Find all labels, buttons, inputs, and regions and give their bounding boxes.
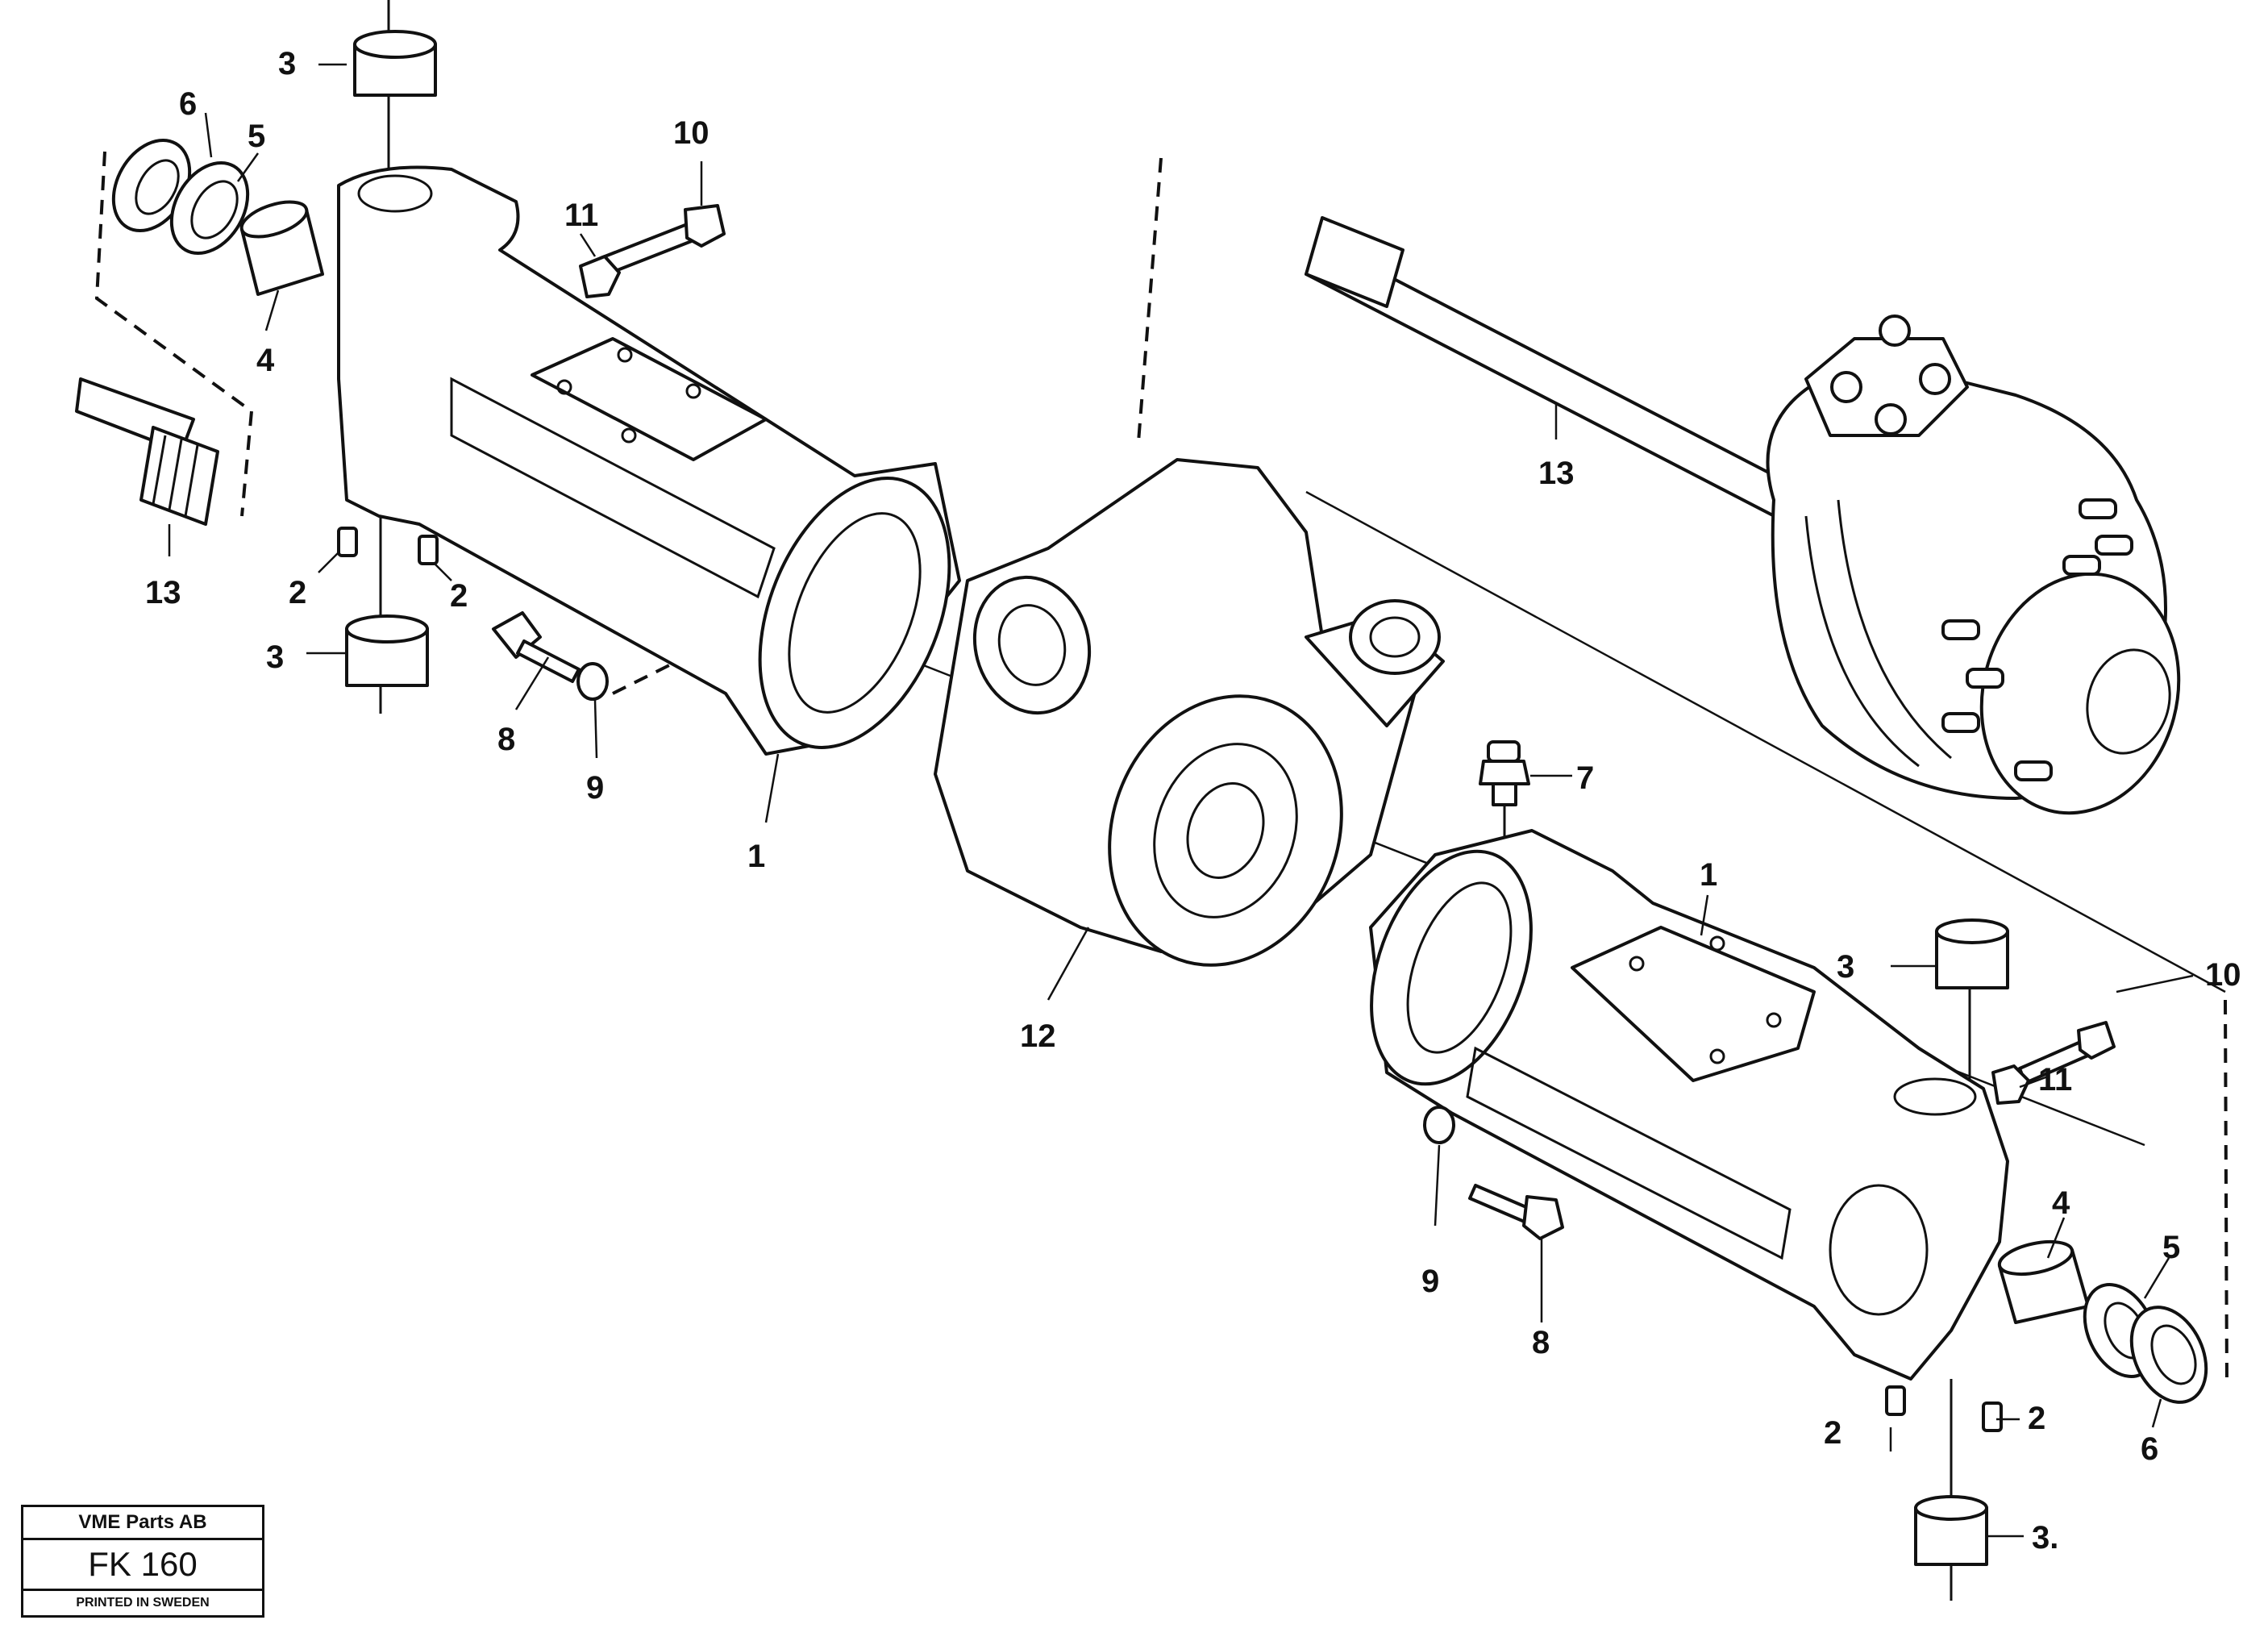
leader-9-left [593, 699, 598, 759]
callout-10-right: 10 [2205, 957, 2241, 993]
callout-2-right-a: 2 [1824, 1415, 1841, 1451]
callout-2-right-b: 2 [2028, 1401, 2045, 1436]
callout-9-right: 9 [1421, 1264, 1439, 1299]
callout-11-right: 11 [2038, 1062, 2072, 1097]
nut-left-top [579, 255, 621, 298]
callout-11-left: 11 [564, 198, 598, 233]
callout-1-right: 1 [1700, 857, 1717, 893]
assembly-dash-right [2224, 999, 2228, 1388]
differential-carrier [934, 458, 1445, 967]
leader-2-left-a [318, 552, 339, 573]
callout-6-right: 6 [2141, 1431, 2158, 1467]
callout-3-top-left: 3 [278, 46, 296, 81]
dowel-pin-right-a [1885, 1385, 1906, 1416]
callout-2-left-b: 2 [450, 578, 468, 614]
dowel-pin-right-b [1982, 1402, 2003, 1432]
printed-note: PRINTED IN SWEDEN [76, 1596, 210, 1610]
callout-3-top-right: 3 [1837, 949, 1854, 985]
axle-housing-right [1369, 829, 2009, 1381]
callout-10-left: 10 [673, 115, 710, 151]
assembly-dash-top [1137, 157, 1163, 443]
drawing-number: FK 160 [23, 1540, 262, 1591]
bearing-ring-left [169, 160, 250, 256]
kingpin-bush-top-left [353, 0, 437, 194]
leader-12 [1047, 927, 1090, 1001]
company-name: VME Parts AB [23, 1507, 262, 1540]
kingpin-bush-bottom-right [1914, 1379, 1988, 1601]
dowel-pin-left-a [337, 527, 358, 557]
axle-housing-left [337, 165, 961, 756]
bolt-right-bottom [1468, 1184, 1564, 1240]
title-block: VME Parts AB FK 160 PRINTED IN SWEDEN [21, 1505, 264, 1618]
seal-ring-right [2129, 1306, 2208, 1404]
leader-2-left-b [435, 564, 452, 581]
callout-12: 12 [1020, 1018, 1056, 1054]
leader-4-right [2046, 1217, 2066, 1259]
assembly-dash-left [94, 151, 254, 517]
kingpin-bush-top-right [1935, 918, 2009, 1081]
nut-right-top [1991, 1064, 2030, 1105]
bush-left [239, 200, 324, 296]
bolt-right-top [2018, 1021, 2116, 1085]
leader-5-left [236, 152, 260, 182]
drive-shaft-right-hub [1305, 216, 2181, 815]
leader-10-right [2116, 974, 2194, 993]
callout-2-left-a: 2 [289, 575, 306, 610]
breather-valve [1479, 740, 1530, 871]
callout-7: 7 [1576, 760, 1594, 796]
callout-4-left: 4 [256, 343, 275, 378]
leader-8-left [514, 656, 550, 710]
callout-3-bottom-left: 3 [266, 639, 284, 675]
callout-4-right: 4 [2052, 1185, 2070, 1221]
callout-8-left: 8 [497, 722, 515, 757]
callout-9-left: 9 [586, 770, 604, 806]
leader-11-right [2019, 1075, 2049, 1089]
leader-6-left [204, 112, 213, 158]
leader-9-right [1434, 1144, 1441, 1227]
callout-6-left: 6 [179, 86, 197, 122]
leader-4-left [264, 289, 280, 331]
leader-11-left [579, 233, 597, 257]
bush-right [1997, 1239, 2090, 1324]
callout-1-left: 1 [747, 839, 765, 874]
callout-8-right: 8 [1532, 1325, 1550, 1360]
drive-shaft-left [75, 377, 219, 526]
washer-right [1423, 1106, 1455, 1144]
dowel-pin-left-b [418, 535, 439, 565]
callout-13-left: 13 [145, 575, 181, 610]
washer-left [576, 662, 609, 701]
shaft-axis [1305, 490, 2226, 993]
leader-6-right [2151, 1398, 2162, 1428]
bolt-left-top [599, 204, 726, 276]
callout-5-right: 5 [2162, 1230, 2180, 1265]
leader-1-left [764, 753, 780, 823]
leader-1-right [1700, 894, 1709, 936]
bolt-left-bottom [492, 611, 581, 683]
callout-3-bottom-right: 3. [2032, 1520, 2058, 1556]
callout-13-right: 13 [1538, 456, 1575, 491]
kingpin-bush-bottom-left [345, 516, 429, 714]
callout-5-left: 5 [248, 119, 265, 154]
leader-5-right [2143, 1257, 2170, 1299]
